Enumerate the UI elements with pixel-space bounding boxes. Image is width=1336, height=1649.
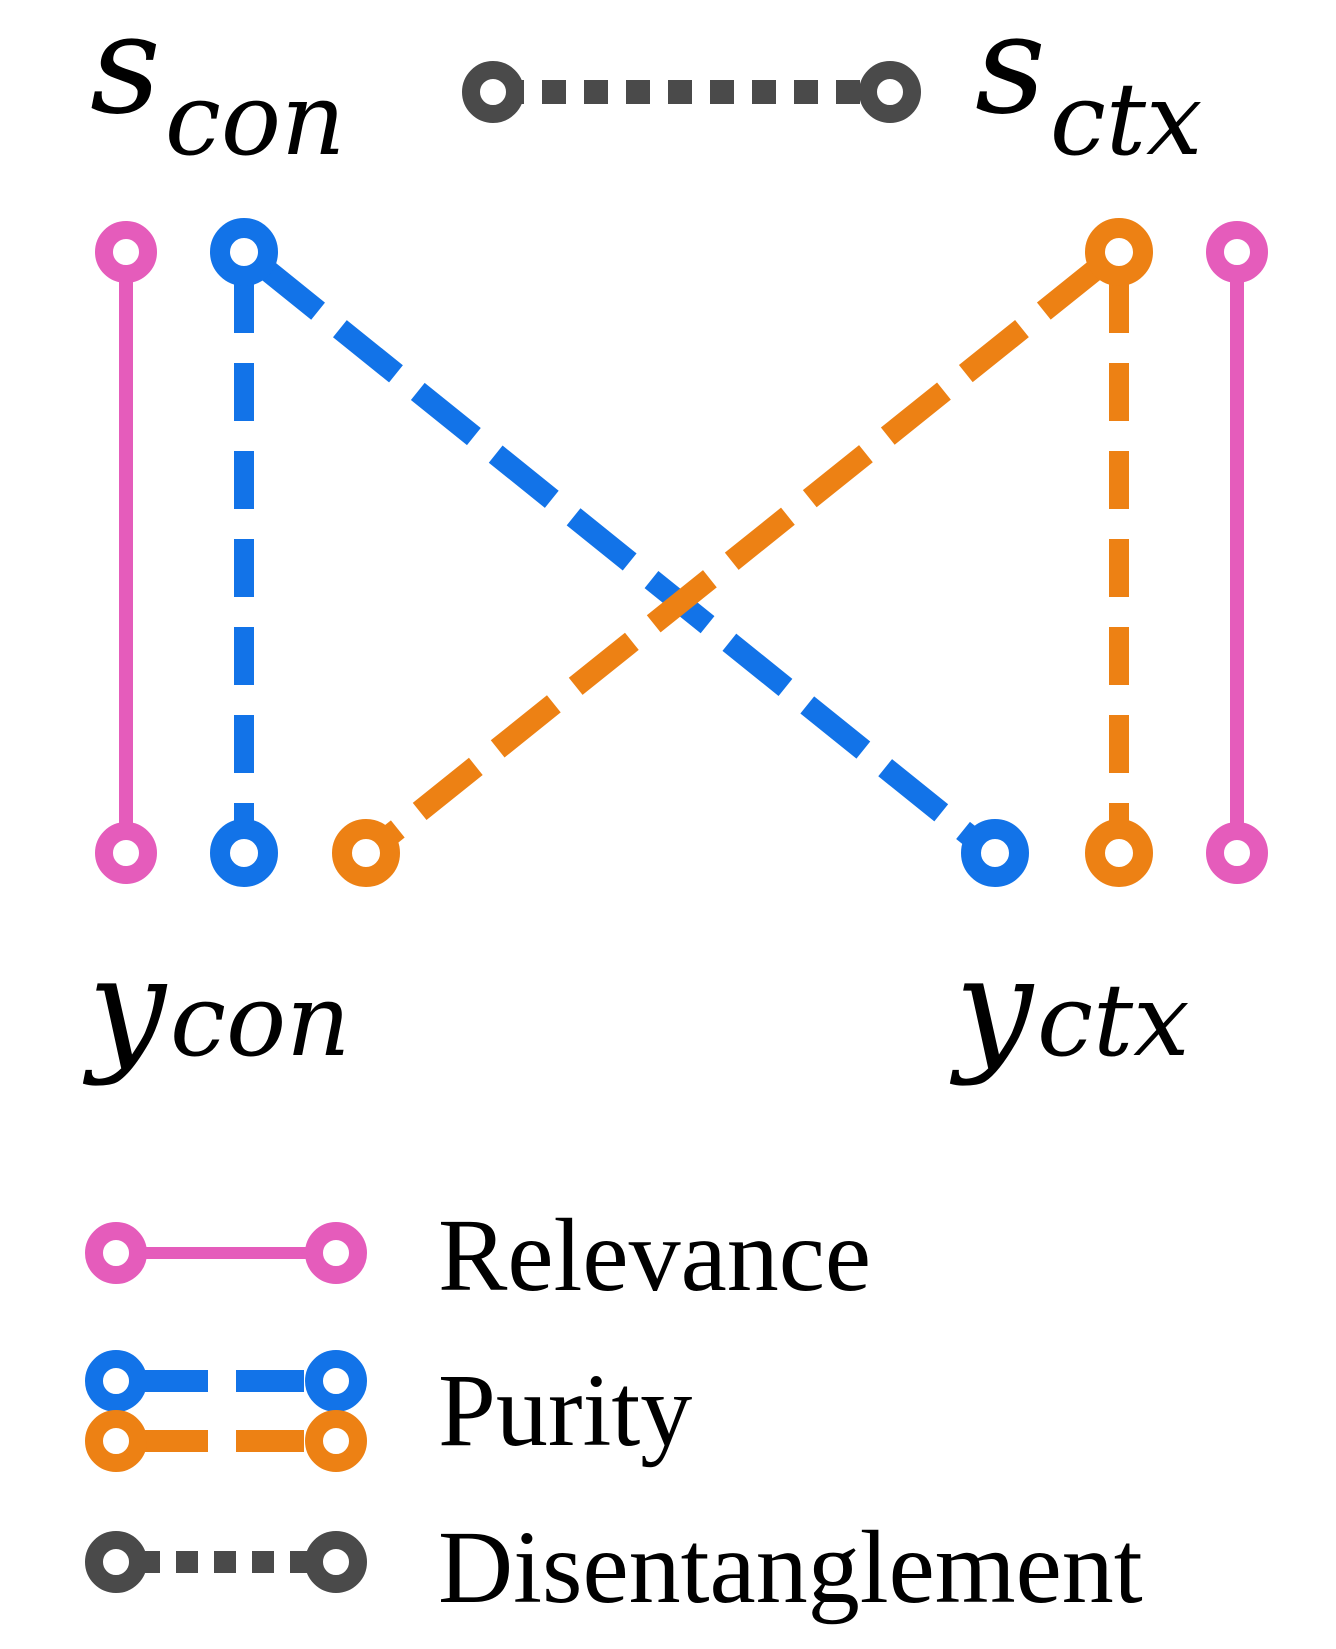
purity-link-ctx-diagonal: [377, 257, 1107, 849]
link-endpoint: [95, 221, 157, 283]
link-endpoint: [1085, 218, 1153, 286]
relevance-link-con: [95, 221, 157, 884]
link-endpoint: [210, 819, 278, 887]
link-endpoint: [1206, 822, 1268, 884]
legend: Relevance Purity Disentanglement: [85, 1198, 1143, 1625]
legend-swatch-relevance: [85, 1222, 367, 1284]
link-endpoint: [1206, 221, 1268, 283]
link-endpoint: [462, 61, 524, 123]
disentanglement-link: [462, 61, 921, 123]
legend-label-disentanglement: Disentanglement: [438, 1510, 1143, 1625]
legend-swatch-disentanglement: [85, 1531, 367, 1593]
legend-swatch-purity: [85, 1350, 367, 1472]
link-endpoint: [1085, 819, 1153, 887]
link-endpoint: [210, 218, 278, 286]
link-endpoint: [859, 61, 921, 123]
node-y-con-label: ycon: [82, 927, 351, 1088]
relevance-link-ctx: [1206, 221, 1268, 884]
node-s-ctx-label: sctx: [975, 0, 1202, 178]
link-endpoint: [95, 822, 157, 884]
legend-label-relevance: Relevance: [438, 1198, 871, 1313]
legend-label-purity: Purity: [438, 1353, 692, 1468]
purity-link-con-diagonal: [255, 257, 982, 849]
link-endpoint: [961, 819, 1029, 887]
node-s-con-label: scon: [90, 0, 345, 178]
node-y-ctx-label: yctx: [949, 927, 1190, 1088]
link-endpoint: [332, 819, 400, 887]
